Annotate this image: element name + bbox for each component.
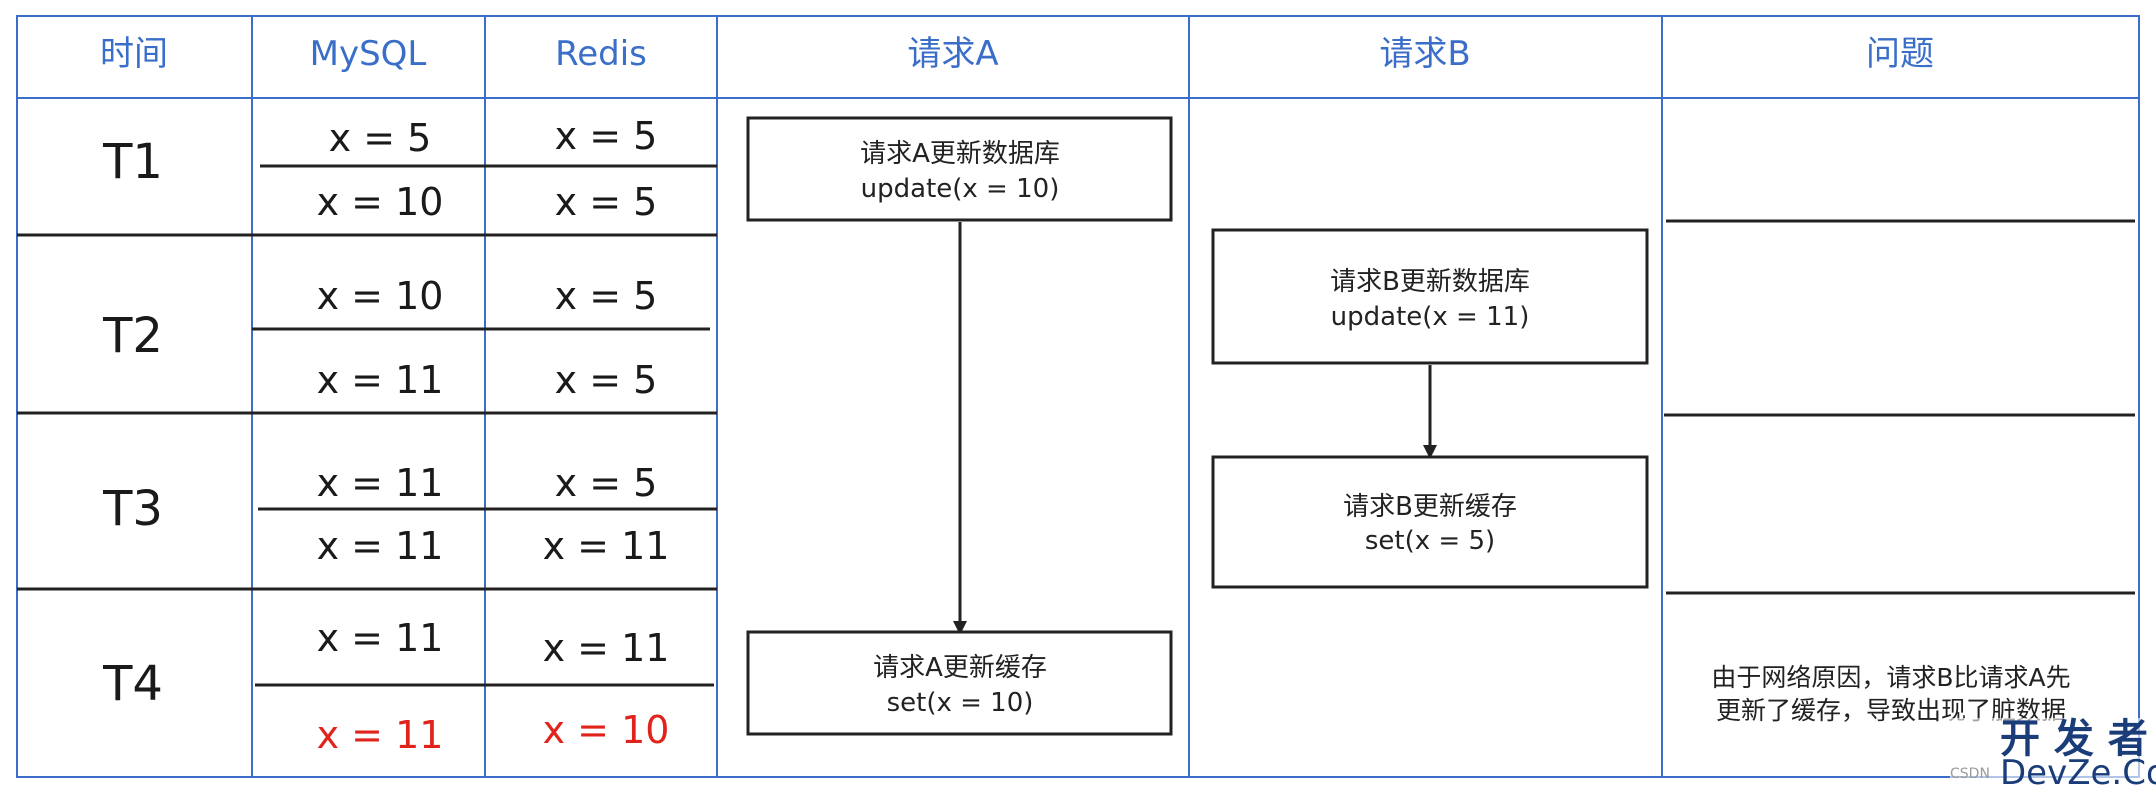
request-a-step1-title: 请求A更新数据库	[860, 139, 1060, 169]
request-a-step1-code: update(x = 10)	[861, 174, 1060, 204]
header-issue: 问题	[1866, 34, 1934, 74]
mysql-value: x = 11	[317, 616, 444, 660]
header-request-b: 请求B	[1379, 34, 1470, 74]
header-mysql: MySQL	[310, 34, 427, 74]
redis-value: x = 11	[543, 626, 670, 670]
time-label-t1: T1	[102, 134, 163, 190]
mysql-value: x = 11	[317, 358, 444, 402]
redis-value: x = 5	[555, 114, 658, 158]
request-a-step2-title: 请求A更新缓存	[873, 653, 1047, 683]
redis-value: x = 5	[555, 180, 658, 224]
row-separators	[17, 164, 2135, 687]
watermark-line-1: 开 发 者	[2000, 716, 2148, 762]
request-b-step2-title: 请求B更新缓存	[1343, 492, 1517, 522]
header-redis: Redis	[555, 34, 647, 74]
redis-value: x = 5	[555, 461, 658, 505]
request-a-step2-code: set(x = 10)	[887, 688, 1034, 718]
issue-line-1: 由于网络原因，请求B比请求A先	[1711, 663, 2070, 692]
request-b-step1-code: update(x = 11)	[1331, 302, 1530, 332]
redis-column: x = 5 x = 5 x = 5 x = 5 x = 5 x = 11 x =…	[543, 114, 670, 752]
mysql-column: x = 5 x = 10 x = 10 x = 11 x = 11 x = 11…	[317, 116, 444, 757]
watermark: CSDN 开 发 者 DevZe.CoM	[1950, 716, 2156, 792]
request-b-db-update-box	[1211, 228, 1649, 365]
time-label-t3: T3	[102, 481, 163, 537]
request-a-db-update-box	[746, 116, 1173, 222]
header-request-a: 请求A	[907, 34, 998, 74]
watermark-line-2: DevZe.CoM	[2000, 753, 2156, 792]
request-b-cache-set-box	[1211, 455, 1649, 589]
request-a-cache-set-box	[746, 630, 1173, 736]
time-label-t4: T4	[102, 656, 163, 712]
mysql-value: x = 11	[317, 524, 444, 568]
redis-value: x = 5	[555, 274, 658, 318]
request-b-step1-title: 请求B更新数据库	[1330, 267, 1530, 297]
request-b-step2-code: set(x = 5)	[1365, 526, 1495, 556]
request-b-flow: 请求B更新数据库 update(x = 11) 请求B更新缓存 set(x = …	[1211, 228, 1649, 589]
redis-value-stale: x = 10	[543, 708, 670, 752]
request-a-flow: 请求A更新数据库 update(x = 10) 请求A更新缓存 set(x = …	[746, 116, 1173, 736]
time-label-t2: T2	[102, 308, 163, 364]
table-header: 时间 MySQL Redis 请求A 请求B 问题	[100, 34, 1934, 74]
mysql-value: x = 10	[317, 180, 444, 224]
header-time: 时间	[100, 34, 168, 74]
redis-value: x = 11	[543, 524, 670, 568]
redis-value: x = 5	[555, 358, 658, 402]
watermark-csdn: CSDN	[1950, 766, 1990, 782]
mysql-value: x = 10	[317, 274, 444, 318]
table-grid	[16, 15, 2140, 778]
mysql-value: x = 5	[329, 116, 432, 160]
mysql-value: x = 11	[317, 461, 444, 505]
mysql-value: x = 11	[317, 713, 444, 757]
time-column: T1 T2 T3 T4	[102, 134, 163, 712]
